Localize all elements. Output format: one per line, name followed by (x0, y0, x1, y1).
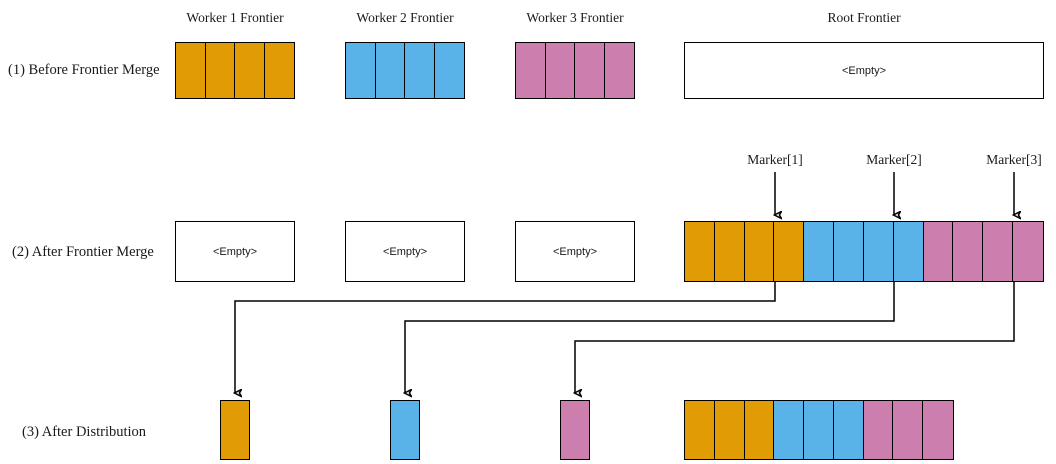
frontier-cell (923, 222, 954, 281)
frontier-cell (391, 401, 419, 459)
frontier-cell (685, 222, 715, 281)
stage2-worker-1-frontier-empty: <Empty> (175, 221, 295, 282)
stage3-worker-2-frontier (390, 400, 420, 460)
frontier-cell (744, 401, 775, 459)
frontier-cell (774, 401, 805, 459)
frontier-cell (205, 43, 235, 98)
frontier-cell (893, 401, 924, 459)
frontier-cell (804, 401, 834, 459)
stage3-root-frontier (684, 400, 954, 460)
frontier-cell (983, 222, 1014, 281)
empty-placeholder-text: <Empty> (382, 245, 428, 258)
empty-placeholder-text: <Empty> (552, 245, 598, 258)
frontier-cell (1013, 222, 1043, 281)
empty-placeholder-text: <Empty> (841, 64, 887, 77)
frontier-cell (561, 401, 589, 459)
column-title-root-frontier: Root Frontier (827, 10, 901, 25)
marker-label-1: Marker[1] (747, 152, 803, 167)
distribution-connector-1 (235, 282, 776, 393)
frontier-cell (545, 43, 575, 98)
marker-label-2: Marker[2] (866, 152, 922, 167)
row-label-stage-2: (2) After Frontier Merge (12, 244, 154, 260)
stage1-worker-3-frontier (515, 42, 635, 99)
column-title-worker-3-frontier: Worker 3 Frontier (526, 10, 624, 25)
frontier-cell (264, 43, 294, 98)
stage3-worker-3-frontier (560, 400, 590, 460)
frontier-cell (604, 43, 634, 98)
frontier-cell (685, 401, 715, 459)
frontier-cell (235, 43, 265, 98)
frontier-cell (833, 401, 864, 459)
frontier-cell (893, 222, 924, 281)
frontier-cell (575, 43, 605, 98)
column-title-worker-2-frontier: Worker 2 Frontier (356, 10, 454, 25)
frontier-cell (346, 43, 376, 98)
frontier-cell (516, 43, 546, 98)
stage1-worker-1-frontier (175, 42, 295, 99)
column-title-worker-1-frontier: Worker 1 Frontier (186, 10, 284, 25)
frontier-cell (863, 222, 894, 281)
frontier-cell (221, 401, 249, 459)
stage1-worker-2-frontier (345, 42, 465, 99)
frontier-cell (953, 222, 984, 281)
frontier-cell (923, 401, 954, 459)
distribution-connector-3 (575, 282, 1015, 393)
frontier-cell (714, 401, 745, 459)
frontier-cell (434, 43, 464, 98)
empty-placeholder-text: <Empty> (212, 245, 258, 258)
frontier-cell (804, 222, 835, 281)
row-label-stage-1: (1) Before Frontier Merge (8, 62, 160, 78)
stage1-root-frontier-empty: <Empty> (684, 42, 1044, 99)
stage3-worker-1-frontier (220, 400, 250, 460)
frontier-cell (714, 222, 745, 281)
frontier-cell (405, 43, 435, 98)
frontier-cell (863, 401, 894, 459)
stage2-worker-3-frontier-empty: <Empty> (515, 221, 635, 282)
frontier-cell (774, 222, 805, 281)
row-label-stage-3: (3) After Distribution (22, 424, 147, 440)
distribution-connector-2 (405, 282, 895, 393)
frontier-cell (176, 43, 206, 98)
stage2-worker-2-frontier-empty: <Empty> (345, 221, 465, 282)
frontier-cell (834, 222, 864, 281)
marker-label-3: Marker[3] (986, 152, 1042, 167)
stage2-root-frontier-merged (684, 221, 1044, 282)
frontier-cell (744, 222, 775, 281)
frontier-cell (375, 43, 405, 98)
